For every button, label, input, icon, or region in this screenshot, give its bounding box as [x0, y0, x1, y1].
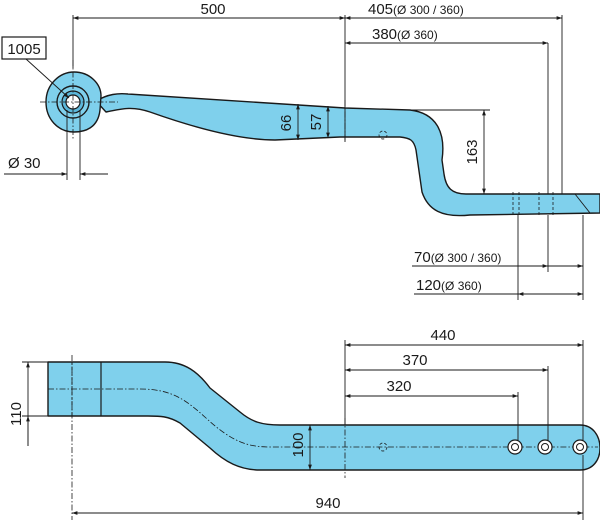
top-hole-mark [378, 130, 388, 140]
dim-405-label: 405 [368, 1, 393, 18]
end-taper [574, 193, 591, 214]
dim-940-label: 940 [315, 495, 340, 512]
svg-text:120(Ø 360): 120(Ø 360) [416, 277, 482, 294]
plan-hole-1 [507, 439, 523, 455]
dim-405-note: (Ø 300 / 360) [393, 3, 464, 17]
dim-440-label: 440 [430, 327, 455, 344]
svg-text:70(Ø 300 / 360): 70(Ø 300 / 360) [414, 249, 501, 266]
dim-320-label: 320 [386, 378, 411, 395]
dim-diameter-30-label: Ø 30 [8, 155, 41, 172]
plan-view: 440 370 320 110 100 940 [8, 327, 600, 520]
dim-66-label: 66 [278, 115, 295, 132]
svg-text:380(Ø 360): 380(Ø 360) [372, 26, 438, 43]
dim-120-note: (Ø 360) [441, 279, 482, 293]
dim-370-label: 370 [402, 352, 427, 369]
part-number-box [1, 36, 47, 60]
dim-500-label: 500 [200, 1, 225, 18]
dim-120-label: 120 [416, 277, 441, 294]
dim-70-note: (Ø 300 / 360) [431, 251, 502, 265]
dim-163-label: 163 [464, 139, 481, 164]
plan-hole-2 [537, 439, 553, 455]
dim-100-label: 100 [290, 432, 307, 457]
plan-hole-small [378, 442, 388, 452]
part-number-label: 1005 [7, 41, 40, 58]
dim-70-label: 70 [414, 249, 431, 266]
dim-110-label: 110 [8, 402, 25, 426]
spring-arm-side [95, 92, 600, 217]
svg-text:405(Ø 300 / 360): 405(Ø 300 / 360) [368, 1, 464, 18]
plan-hole-3 [572, 439, 588, 455]
side-view: 500 405(Ø 300 / 360) 380(Ø 360) 1005 66 … [1, 1, 600, 300]
dim-380-note: (Ø 360) [397, 28, 438, 42]
dim-380-label: 380 [372, 26, 397, 43]
dim-57-label: 57 [308, 114, 325, 131]
